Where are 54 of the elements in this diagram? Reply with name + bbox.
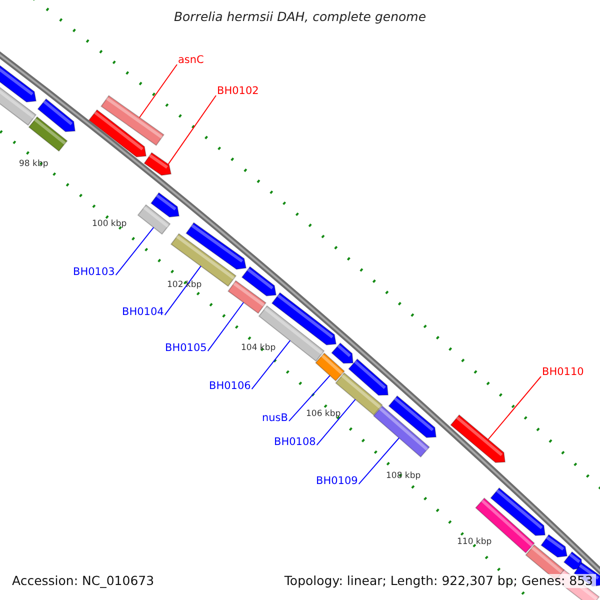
kbp-label: 98 kbp [19, 160, 48, 170]
gene-block [228, 280, 266, 314]
gene-block [540, 534, 568, 558]
leader-line [488, 376, 542, 440]
gene-block [331, 342, 354, 364]
gene-label: BH0110 [542, 367, 584, 379]
gene-block [0, 86, 37, 126]
gene-block [100, 95, 164, 146]
gene-block [186, 222, 247, 270]
gene-block [144, 152, 172, 176]
gene-label: BH0108 [274, 437, 316, 449]
kbp-label: 104 kbp [241, 344, 276, 354]
diagram-title: Borrelia hermsii DAH, complete genome [172, 10, 428, 24]
kbp-label: 102 kbp [167, 281, 202, 290]
gene-block [170, 233, 237, 287]
gene-block [388, 395, 437, 438]
gene-label: BH0109 [316, 476, 358, 488]
leader-line [251, 340, 291, 390]
kbp-label: 108 kbp [386, 472, 421, 482]
gene-block [271, 292, 337, 346]
leader-line [207, 302, 244, 352]
gene-label: BH0105 [165, 343, 207, 355]
gene-label: BH0103 [73, 267, 115, 279]
kbp-label: 110 kbp [457, 538, 492, 548]
leader-line [316, 398, 356, 446]
leader-line [115, 226, 154, 276]
gene-label: nusB [262, 413, 288, 425]
gene-block [37, 98, 76, 132]
gene-block [348, 358, 389, 396]
leader-line [358, 438, 400, 485]
gene-block [0, 64, 37, 103]
gene-block [241, 266, 277, 296]
gene-block [28, 116, 68, 152]
gene-block [563, 551, 583, 570]
gene-block [150, 192, 180, 218]
gene-label: BH0102 [217, 86, 259, 98]
gene-block [137, 204, 171, 235]
genome-summary-text: Topology: linear; Length: 922,307 bp; Genes: 853 [281, 574, 596, 588]
kbp-label: 100 kbp [92, 220, 127, 230]
gene-label: BH0104 [122, 307, 164, 319]
leader-line [288, 375, 330, 422]
gene-block [88, 109, 147, 158]
kbp-label: 106 kbp [306, 410, 341, 420]
gene-block [258, 305, 325, 362]
leader-line [164, 266, 202, 316]
gene-block [450, 414, 506, 463]
leader-line [139, 64, 178, 118]
gene-block [490, 487, 546, 536]
gene-block [315, 352, 345, 382]
gene-label: BH0106 [209, 381, 251, 393]
leader-line [168, 95, 216, 165]
gene-block [475, 498, 535, 554]
gene-label: asnC [178, 55, 204, 67]
gene-block [373, 405, 430, 458]
